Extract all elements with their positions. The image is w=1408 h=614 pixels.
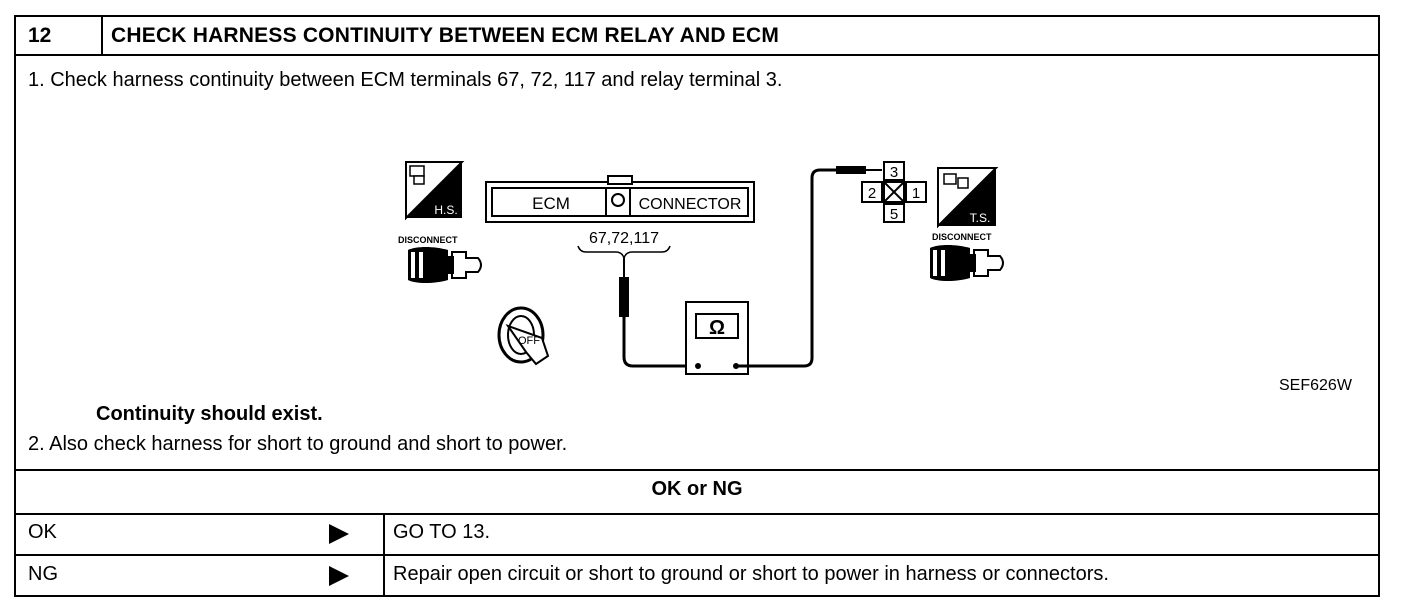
hs-label: H.S. [434, 203, 457, 217]
ohm-symbol: Ω [709, 317, 725, 339]
disconnect-label-left: DISCONNECT [398, 235, 458, 245]
instruction-step-2: 2. Also check harness for short to groun… [28, 433, 568, 455]
inspection-step-table: 12 CHECK HARNESS CONTINUITY BETWEEN ECM … [14, 15, 1380, 597]
ecm-terminal-numbers: 67,72,117 [589, 230, 659, 247]
divider [16, 554, 1378, 556]
divider [16, 513, 1378, 515]
divider [16, 469, 1378, 471]
figure-code: SEF626W [1279, 377, 1352, 394]
result-label: OK [28, 521, 57, 543]
result-label: NG [28, 563, 58, 585]
step-title: CHECK HARNESS CONTINUITY BETWEEN ECM REL… [111, 24, 780, 47]
step-header: 12 CHECK HARNESS CONTINUITY BETWEEN ECM … [16, 17, 1378, 56]
hand-service-icon: H.S. [405, 161, 465, 221]
ecm-connector: ECM CONNECTOR [485, 175, 755, 223]
instruction-step-1: 1. Check harness continuity between ECM … [28, 69, 783, 91]
disconnect-connector-icon-right [930, 245, 1004, 281]
arrow-right-icon [329, 566, 349, 586]
ohmmeter-icon: Ω [685, 301, 749, 375]
relay-terminal-1: 1 [912, 185, 920, 202]
action-text: GO TO 13. [393, 521, 491, 543]
decision-heading: OK or NG [651, 478, 743, 500]
column-divider [383, 513, 385, 597]
ignition-off-icon: OFF [497, 306, 550, 366]
disconnect-label-right: DISCONNECT [932, 232, 992, 242]
ecm-label: ECM [532, 194, 570, 213]
ignition-off-label: OFF [518, 335, 540, 347]
relay-terminal-5: 5 [890, 206, 898, 223]
step-number: 12 [16, 17, 103, 54]
arrow-right-icon [329, 524, 349, 544]
relay-terminal-3: 3 [890, 164, 898, 181]
continuity-check-diagram: H.S. DISCONNECT ECM CONNECTOR 67,72,117 [398, 161, 1004, 375]
connector-label: CONNECTOR [639, 196, 742, 213]
disconnect-connector-icon-left [408, 247, 482, 283]
ts-label: T.S. [970, 211, 991, 225]
tool-service-icon: T.S. [937, 167, 999, 229]
action-text: Repair open circuit or short to ground o… [393, 563, 1109, 585]
ecm-relay-terminals: 3 2 1 5 [861, 161, 927, 223]
relay-terminal-2: 2 [868, 185, 876, 202]
continuity-result-text: Continuity should exist. [96, 403, 323, 425]
